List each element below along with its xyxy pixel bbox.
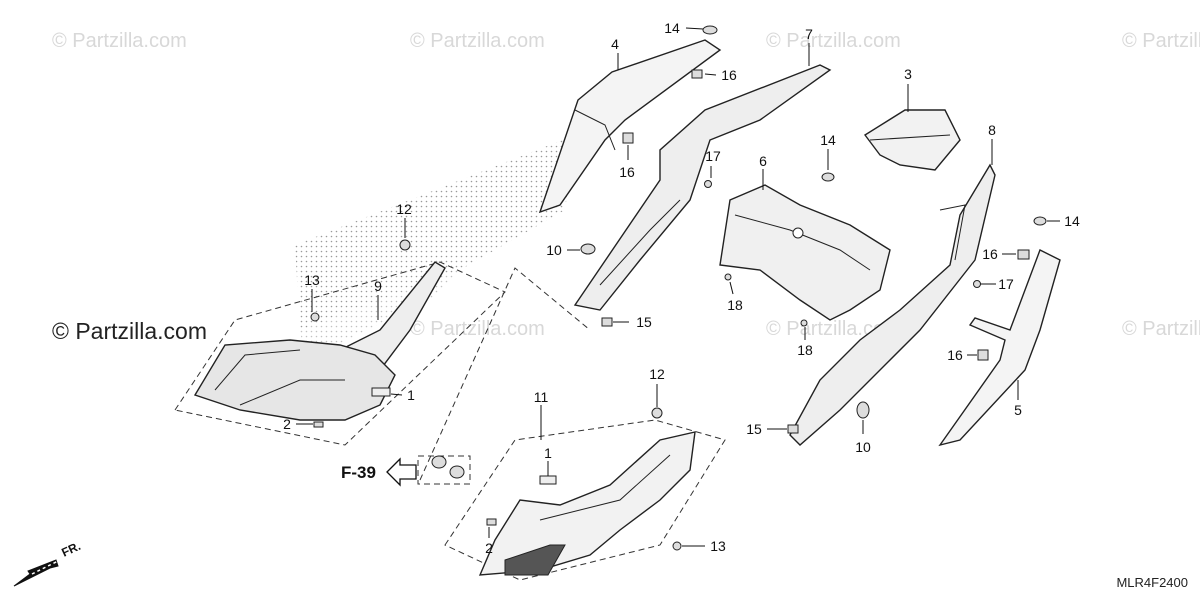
callout-14: 14: [820, 132, 836, 148]
bolt-13-left: [310, 312, 320, 322]
main-watermark: © Partzilla.com: [52, 318, 207, 344]
diagram-code: MLR4F2400: [1116, 575, 1188, 590]
part-1-pad-left: [371, 387, 391, 397]
left-cover-assembly: [193, 339, 396, 421]
callout-13: 13: [304, 272, 320, 288]
part-3-cap: [863, 109, 961, 171]
clip-16-right: [1017, 249, 1030, 260]
bolt-15-upper: [601, 317, 613, 327]
part-7-frame: [573, 64, 832, 311]
callout-14: 14: [1064, 213, 1080, 229]
grommet-10-upper: [580, 243, 596, 255]
part-11-detail: [539, 454, 671, 521]
grommet-10-lower: [856, 401, 870, 419]
shading-band: [295, 135, 575, 330]
bolt-13-lower: [672, 541, 682, 551]
callout-12: 12: [649, 366, 665, 382]
callout-1: 1: [544, 445, 552, 461]
callout-15: 15: [746, 421, 762, 437]
callout-2: 2: [283, 416, 291, 432]
callout-7: 7: [805, 26, 813, 42]
callout-10: 10: [546, 242, 562, 258]
reference-arrow-icon: [386, 457, 417, 487]
callout-18: 18: [797, 342, 813, 358]
watermark: © Partzilla.com: [410, 30, 545, 52]
left-cover-detail: [214, 349, 345, 406]
callout-18: 18: [727, 297, 743, 313]
part-4-detail: [574, 109, 616, 151]
callout-1: 1: [407, 387, 415, 403]
leader-16a: [704, 73, 717, 76]
front-arrow-icon: [13, 559, 61, 587]
part-7-detail: [599, 199, 681, 286]
callout-4: 4: [611, 36, 619, 52]
assembly-box-lower: [444, 419, 726, 581]
assembly-box-mid: [419, 267, 591, 481]
callout-14: 14: [664, 20, 680, 36]
reference-label: F-39: [341, 463, 376, 482]
leader-18a: [729, 281, 734, 295]
clip-16-mid: [622, 132, 634, 144]
pin-2-left: [313, 421, 324, 428]
screw-14-top: [702, 25, 718, 35]
f39-box: [417, 455, 471, 485]
callout-16: 16: [619, 164, 635, 180]
callout-13: 13: [710, 538, 726, 554]
callout-11: 11: [534, 389, 549, 405]
assembly-box-left: [174, 261, 506, 446]
part-4-rail: [538, 39, 722, 214]
callout-6: 6: [759, 153, 767, 169]
callout-9: 9: [374, 278, 382, 294]
callout-12: 12: [396, 201, 412, 217]
nut-12-lower: [651, 407, 663, 419]
part-11-cover: [478, 431, 696, 576]
bolt-15-lower: [787, 424, 799, 434]
callout-3: 3: [904, 66, 912, 82]
screw-14-right: [1033, 216, 1047, 226]
pin-2-lower: [486, 518, 497, 526]
callout-16: 16: [721, 67, 737, 83]
callout-17: 17: [705, 148, 721, 164]
part-6-detail: [734, 214, 871, 271]
screw-18-center: [800, 319, 808, 327]
part-8-frame: [789, 163, 996, 446]
callout-8: 8: [988, 122, 996, 138]
front-label: FR.: [59, 539, 82, 560]
callout-5: 5: [1014, 402, 1022, 418]
callout-2: 2: [485, 540, 493, 556]
part-1-pad-lower: [539, 475, 557, 485]
part-8-detail: [939, 204, 966, 261]
watermark: © Partzilla.com: [1122, 318, 1200, 340]
callout-10: 10: [855, 439, 871, 455]
leader-14a: [685, 27, 704, 30]
screw-14-center: [821, 172, 835, 182]
part-6-hole: [792, 227, 804, 239]
callout-15: 15: [636, 314, 652, 330]
nut-17-right: [973, 280, 981, 288]
callout-16: 16: [982, 246, 998, 262]
grommet-f39-a: [431, 455, 447, 469]
part-3-detail: [869, 134, 951, 141]
watermark: © Partzilla.com: [766, 30, 901, 52]
nut-17-upper: [704, 180, 712, 188]
part-6-cowl: [719, 184, 891, 321]
clip-16-top: [691, 69, 703, 79]
part-11-vent: [504, 544, 566, 576]
callout-16: 16: [947, 347, 963, 363]
leader-1a: [390, 393, 403, 396]
clip-16-lower: [977, 349, 989, 361]
callout-17: 17: [998, 276, 1014, 292]
watermark: © Partzilla.com: [1122, 30, 1200, 52]
screw-18-left: [724, 273, 732, 281]
watermark: © Partzilla.com: [410, 318, 545, 340]
nut-12-left: [399, 239, 411, 251]
grommet-f39-b: [449, 465, 465, 479]
part-5-rail: [938, 249, 1061, 447]
watermark: © Partzilla.com: [52, 30, 187, 52]
